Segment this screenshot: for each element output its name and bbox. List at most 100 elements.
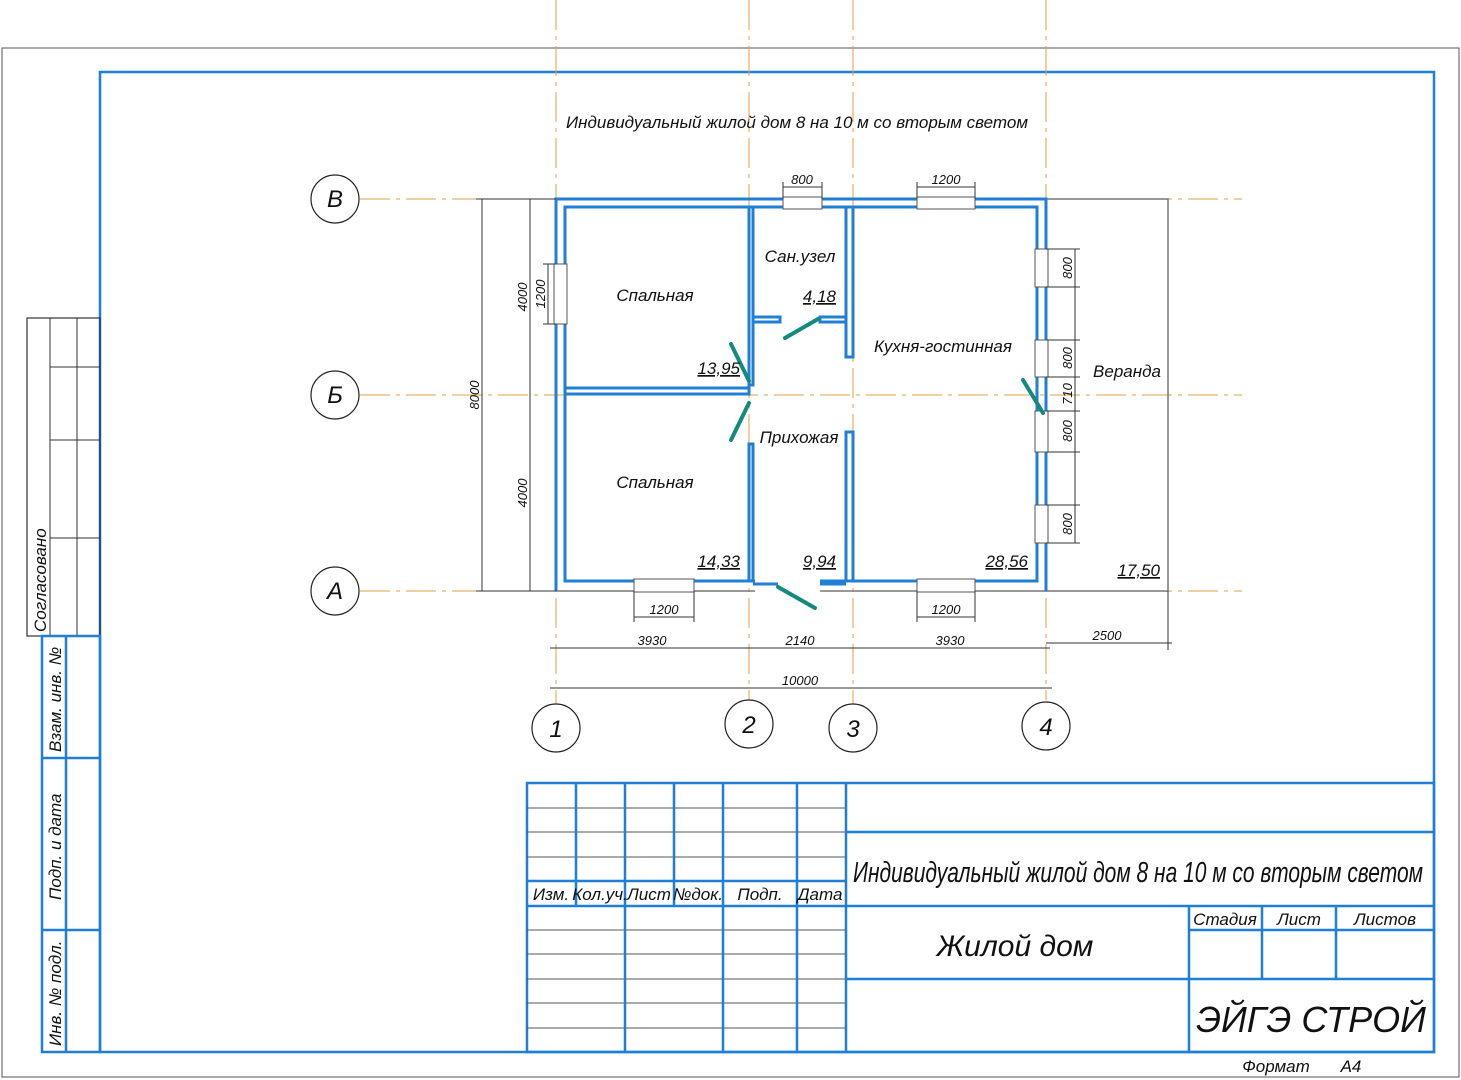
door-swing xyxy=(729,342,751,383)
floor-plan: Спальная 13,95 Сан.узел 4,18 Кухня-гости… xyxy=(553,196,1169,610)
axis-marker-row-v: В xyxy=(310,174,360,224)
room-name: Прихожая xyxy=(760,428,839,447)
label: А xyxy=(325,578,343,605)
label: 800 xyxy=(1060,419,1075,441)
drawing-line xyxy=(747,442,755,583)
label: Б xyxy=(327,382,343,409)
header-date: Дата xyxy=(796,885,843,904)
label: 2140 xyxy=(785,633,816,648)
axis-marker-col-3: 3 xyxy=(828,703,878,753)
drawing-line xyxy=(310,566,360,616)
drawing-line xyxy=(525,781,1436,1054)
drawing-line xyxy=(563,386,751,396)
room-name: Сан.узел xyxy=(765,247,836,266)
outer-frame xyxy=(1,47,1460,1078)
label: 800 xyxy=(1060,346,1075,368)
drawing-line xyxy=(1021,701,1071,751)
project-title: Индивидуальный жилой дом 8 на 10 м со вт… xyxy=(853,857,1423,889)
drawing-title: Индивидуальный жилой дом 8 на 10 м со вт… xyxy=(566,113,1028,132)
format-value: А4 xyxy=(1340,1057,1362,1076)
object-name: Жилой дом xyxy=(935,930,1094,963)
label: 1200 xyxy=(932,172,962,187)
label: 10000 xyxy=(782,673,819,688)
label: 3 xyxy=(846,716,860,743)
axis-marker-row-a: А xyxy=(310,566,360,616)
dimensions: 800 1200 1200 4000 4000 8000 800 800 710… xyxy=(467,172,1172,689)
window xyxy=(1034,248,1049,288)
room-area: 9,94 xyxy=(803,552,836,571)
label: 4000 xyxy=(515,282,530,312)
label: 1200 xyxy=(533,279,548,309)
window xyxy=(916,196,976,210)
inv-orig-label: Инв. № подл. xyxy=(46,941,65,1047)
room-area: 14,33 xyxy=(697,552,740,571)
company-name: ЭЙГЭ СТРОЙ xyxy=(1196,998,1426,1040)
room-area: 17,50 xyxy=(1117,561,1160,580)
header-kol-uch: Кол.уч. xyxy=(572,885,627,904)
stage-label: Стадия xyxy=(1193,910,1257,929)
drawing-line xyxy=(755,578,820,594)
label: 4 xyxy=(1039,714,1052,741)
label: 4000 xyxy=(515,478,530,508)
replace-inv-label: Взам. инв. № xyxy=(46,647,65,752)
drawing-line xyxy=(40,634,102,1054)
drawing-line xyxy=(828,703,878,753)
label: 800 xyxy=(791,172,813,187)
window xyxy=(916,578,976,593)
label: 3930 xyxy=(638,633,668,648)
format-label: Формат xyxy=(1242,1057,1310,1076)
drawing-line xyxy=(310,370,360,420)
header-sign: Подп. xyxy=(737,885,782,904)
label: 800 xyxy=(1060,256,1075,278)
axis-marker-col-2: 2 xyxy=(724,699,774,749)
room-area: 13,95 xyxy=(697,359,740,378)
drawing-line xyxy=(527,807,846,1029)
room-area: 28,56 xyxy=(984,552,1028,571)
window xyxy=(1034,504,1049,544)
drawing-line xyxy=(724,699,774,749)
window xyxy=(1034,339,1049,378)
room-name: Спальная xyxy=(616,286,693,305)
header-list: Лист xyxy=(626,885,671,904)
door-swing xyxy=(783,317,820,340)
room-name: Веранда xyxy=(1093,362,1161,381)
grid-axes: В Б А 1 2 3 4 xyxy=(310,0,1242,753)
label: В xyxy=(327,186,343,213)
sign-date-label: Подп. и дата xyxy=(46,794,65,900)
drawing-line xyxy=(310,174,360,224)
agreed-label: Согласовано xyxy=(31,528,50,632)
label: 2500 xyxy=(1092,628,1123,643)
label: 1200 xyxy=(932,602,962,617)
door-swing xyxy=(729,401,751,442)
drawing-line xyxy=(844,205,855,359)
label: 3930 xyxy=(936,633,966,648)
axis-marker-col-4: 4 xyxy=(1021,701,1071,751)
label: 1200 xyxy=(650,602,680,617)
window xyxy=(1034,410,1049,453)
side-stamp: Согласовано Взам. инв. № Подп. и дата Ин… xyxy=(26,317,102,1054)
drawing-line xyxy=(747,205,755,387)
room-name: Спальная xyxy=(616,473,693,492)
label: 800 xyxy=(1060,512,1075,534)
label: 8000 xyxy=(467,380,482,410)
title-block: Изм. Кол.уч. Лист №док. Подп. Дата Индив… xyxy=(525,781,1436,1076)
label: 710 xyxy=(1060,382,1075,404)
window xyxy=(553,263,568,325)
drawing-line xyxy=(818,315,848,324)
window xyxy=(633,578,695,593)
axis-marker-row-b: Б xyxy=(310,370,360,420)
room-name: Кухня-гостинная xyxy=(874,337,1012,356)
drawing-line xyxy=(531,703,581,753)
window xyxy=(782,196,823,210)
label: 2 xyxy=(741,712,755,739)
drawing-line xyxy=(844,430,855,583)
header-izm: Изм. xyxy=(533,885,569,904)
label: 1 xyxy=(549,716,562,743)
axis-marker-col-1: 1 xyxy=(531,703,581,753)
door-swing xyxy=(776,585,817,610)
drawing-line xyxy=(751,315,782,324)
door-swing xyxy=(1021,378,1045,415)
sheet-label: Лист xyxy=(1276,910,1321,929)
sheets-label: Листов xyxy=(1353,910,1416,929)
